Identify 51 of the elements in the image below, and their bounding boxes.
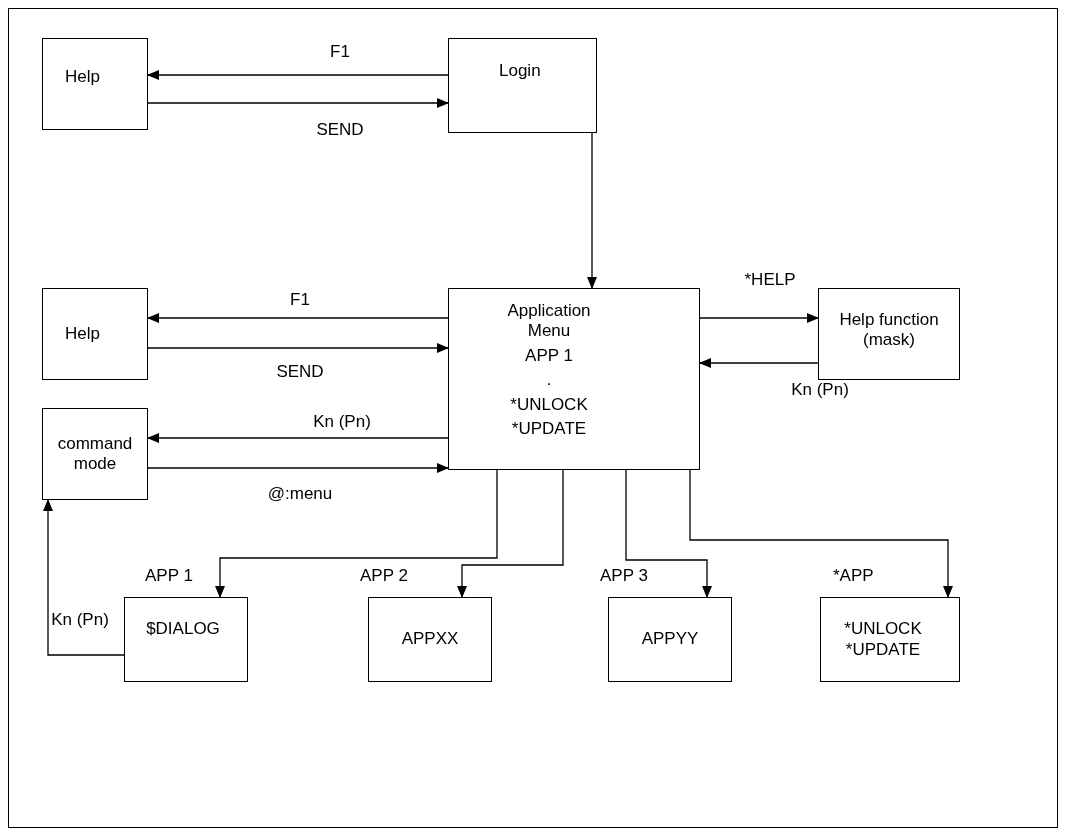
arrow — [215, 469, 498, 598]
node-caption: APP 2 — [360, 566, 408, 586]
node-caption: *APP — [833, 566, 874, 586]
box-label: Help — [65, 66, 100, 88]
process-box — [608, 597, 732, 682]
process-box — [368, 597, 492, 682]
edge-label: *HELP — [744, 270, 796, 290]
arrow — [457, 469, 564, 598]
edge-label: F1 — [290, 290, 310, 310]
process-box — [42, 408, 148, 500]
process-box — [124, 597, 248, 682]
process-box — [448, 38, 597, 133]
edge-label: Kn (Pn) — [51, 610, 109, 630]
box-label: APPYY — [641, 629, 699, 650]
arrow — [147, 98, 449, 108]
arrow — [689, 469, 953, 598]
arrow — [147, 313, 449, 323]
box-label: command mode — [56, 433, 134, 475]
edge-label: SEND — [316, 120, 364, 140]
arrow — [147, 463, 449, 473]
node-caption: APP 3 — [600, 566, 648, 586]
box-label: *UNLOCK *UPDATE — [843, 619, 923, 660]
arrow — [625, 469, 712, 598]
box-label: Help — [65, 323, 100, 345]
box-label: *UPDATE — [511, 418, 587, 440]
box-label: . — [546, 370, 552, 391]
box-label: APP 1 — [525, 345, 573, 367]
arrow — [43, 499, 125, 656]
edge-label: Kn (Pn) — [791, 380, 849, 400]
edge-label: SEND — [276, 362, 324, 382]
process-box — [820, 597, 960, 682]
arrow — [147, 70, 449, 80]
box-label: $DIALOG — [146, 619, 220, 640]
process-box — [42, 288, 148, 380]
process-box — [448, 288, 700, 470]
box-label: Application Menu — [506, 301, 592, 342]
arrow — [147, 343, 449, 353]
process-box — [42, 38, 148, 130]
box-label: *UNLOCK — [510, 394, 588, 415]
edge-label: Kn (Pn) — [313, 412, 371, 432]
arrow — [699, 313, 819, 323]
arrow — [147, 433, 449, 443]
edge-label: F1 — [330, 42, 350, 62]
arrow — [587, 132, 597, 289]
edge-label: @:menu — [267, 484, 333, 504]
box-label: APPXX — [401, 629, 459, 650]
node-caption: APP 1 — [145, 566, 193, 586]
box-label: Help function (mask) — [838, 309, 940, 351]
box-label: Login — [499, 61, 541, 82]
process-box — [818, 288, 960, 380]
arrow — [699, 358, 819, 368]
